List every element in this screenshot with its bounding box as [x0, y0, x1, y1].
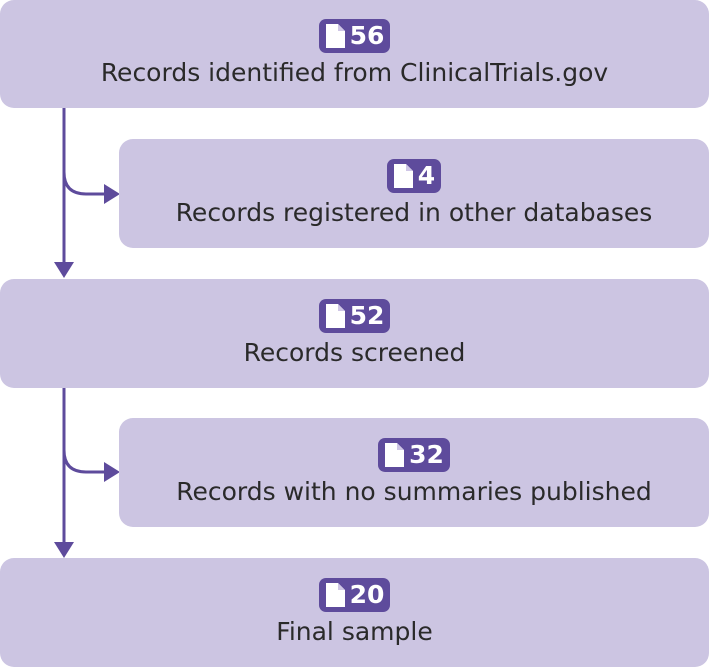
box-label: Records registered in other databases: [175, 197, 653, 227]
count-value: 20: [349, 579, 385, 609]
branch-connector-2: [62, 449, 106, 474]
count-badge: 56: [318, 19, 391, 53]
arrowhead-right-2: [104, 462, 120, 482]
count-badge: 52: [318, 298, 391, 333]
document-icon: [393, 163, 413, 188]
branch-connector-1: [62, 171, 106, 196]
document-icon: [325, 582, 345, 607]
records-identified-box: 56 Records identified from ClinicalTrial…: [0, 0, 709, 108]
arrowhead-right-1: [104, 184, 120, 204]
records-screened-box: 52 Records screened: [0, 279, 709, 388]
count-badge: 4: [386, 158, 442, 193]
count-badge: 20: [318, 577, 391, 612]
count-value: 32: [409, 439, 444, 469]
records-other-databases-box: 4 Records registered in other databases: [119, 139, 709, 248]
records-no-summaries-box: 32 Records with no summaries published: [119, 418, 709, 527]
document-icon: [325, 24, 345, 48]
final-sample-box: 20 Final sample: [0, 558, 709, 667]
arrowhead-down-2: [54, 542, 74, 558]
count-value: 4: [417, 160, 436, 190]
document-icon: [384, 442, 405, 467]
box-label: Records with no summaries published: [176, 476, 652, 506]
box-label: Final sample: [276, 616, 433, 646]
box-label: Records identified from ClinicalTrials.g…: [100, 58, 609, 87]
arrowhead-down-1: [54, 262, 74, 278]
count-badge: 32: [378, 437, 450, 472]
box-label: Records screened: [243, 337, 466, 367]
count-value: 56: [349, 21, 385, 50]
document-icon: [325, 303, 345, 328]
count-value: 52: [349, 300, 385, 330]
